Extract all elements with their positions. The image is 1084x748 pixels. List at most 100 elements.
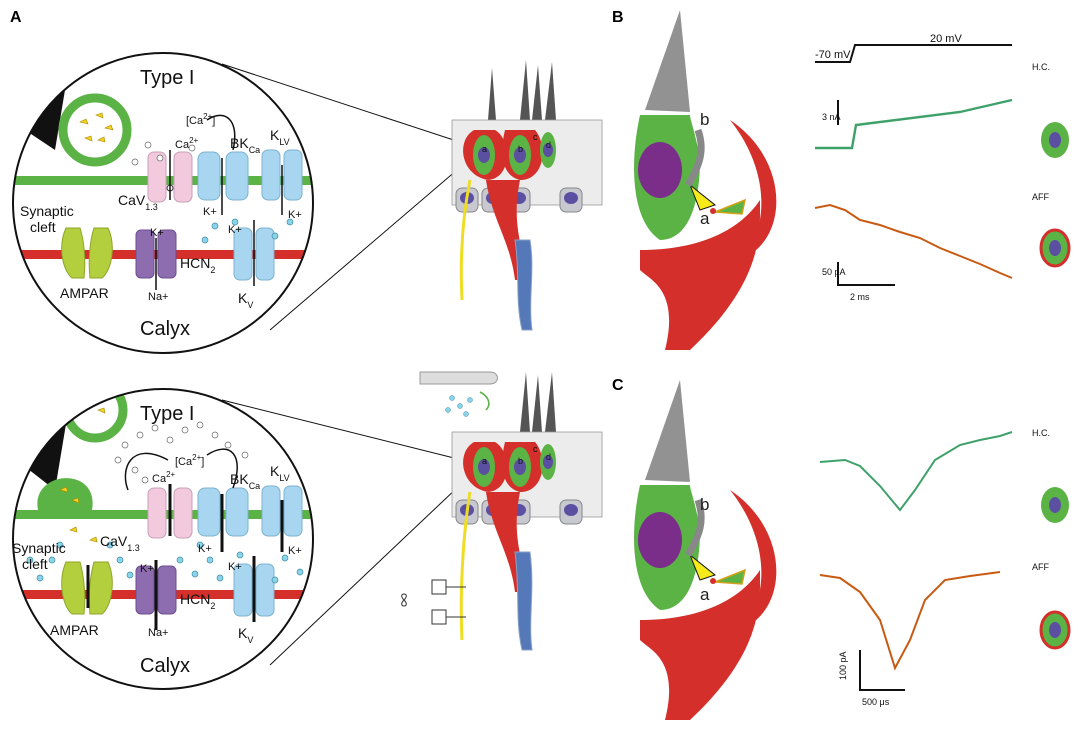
bouton-fiber [459,179,472,301]
bk-label: BKCa [230,135,260,155]
hair-bundle-icon [488,60,556,120]
cell-label-b: b [700,110,709,129]
bottom-cell-label-c: c [533,444,538,454]
top-cell-label-c: c [533,132,538,142]
calcium-ions [131,141,196,166]
kv-label: KV [238,625,253,645]
k-plus-label-1: K+ [203,206,217,218]
bottom-cell-label-d: d [546,452,551,462]
ca-ion-label: Ca2+ [152,470,176,485]
kv-channel-icon [233,227,275,281]
glutamate-icon [79,112,114,143]
scale-bar-b [837,262,895,286]
cleft-label: cleft [22,556,48,572]
k-plus-label-2: K+ [228,561,242,573]
scale-current-c: 100 pA [838,651,848,680]
ampar-label: AMPAR [60,285,109,301]
ampar-receptor-icon [61,227,113,279]
potassium-ions [445,395,473,417]
kv-channel-icon [233,563,275,617]
na-plus-label: Na+ [148,627,169,639]
k-plus-label-3: K+ [288,545,302,557]
cleft-label: cleft [30,219,56,235]
panel-c-cell-illustration: a b [634,380,777,720]
hcn-label: HCN2 [180,255,215,275]
cell-label-b: b [700,495,709,514]
aff-current-trace [814,203,1013,279]
aff-current-trace [819,571,1001,671]
k-plus-label-2: K+ [228,224,242,236]
synaptic-label: Synaptic [20,203,74,219]
hair-bundle-icon [520,372,556,432]
voltage-protocol-trace [815,44,1012,63]
panel-c-traces: 100 pA 500 μs H.C. AFF [819,428,1071,707]
aff-label: AFF [1032,192,1050,202]
type-i-label: Type I [140,403,194,425]
panel-label-c: C [612,377,624,394]
nerve-fiber [514,551,533,651]
hair-cell-membrane [13,478,313,519]
grey-arrow-icon [684,128,705,187]
calyx-label: Calyx [140,655,190,677]
synaptic-vesicle-ring [58,93,132,167]
hc-label: H.C. [1032,62,1050,72]
mini-cell-icon [1039,122,1071,268]
synaptic-label: Synaptic [12,540,66,556]
kv-label: KV [238,290,253,310]
calyx-label: Calyx [140,318,190,340]
aff-label: AFF [1032,562,1050,572]
k-plus-label-4: K+ [140,563,154,575]
potassium-ions [26,541,304,584]
bottom-cell-label-b: b [518,456,523,466]
grey-arrow-icon [684,498,705,557]
hc-current-trace [819,431,1013,512]
scale-current-aff: 50 pA [822,267,846,277]
hcn-label: HCN2 [180,591,215,611]
cav-channel-icon [147,487,193,539]
bk-channel-icon [197,487,249,537]
yellow-arrow-icon [688,183,717,211]
type-i-label: Type I [140,67,194,89]
top-cell-label-d: d [546,140,551,150]
scale-time-c: 500 μs [862,697,890,707]
bottom-cell-label-a: a [482,456,487,466]
bouton-fiber [459,491,472,641]
cav-label: CaV1.3 [100,533,140,553]
hcn-channel-icon [135,565,177,615]
mini-cell-icon [1039,487,1071,650]
zoom-lines [221,63,479,666]
klv-channel-icon [261,149,303,201]
klv-channel-icon [261,485,303,537]
potassium-ions [201,218,294,244]
electrode-icon [401,579,466,625]
ca-conc-label: [Ca2+] [175,453,204,468]
cell-label-a: a [700,585,710,604]
klv-label: KLV [270,127,290,147]
hair-bundle-icon [645,10,690,112]
calyx-icon [640,570,761,720]
hcn-channel-icon [135,229,177,279]
cell-label-a: a [700,209,710,228]
top-cell-label-b: b [518,144,523,154]
nerve-fiber [514,239,533,331]
ampar-label: AMPAR [50,622,99,638]
pipette-icon [419,371,498,385]
hc-label: H.C. [1032,428,1050,438]
ca-ion-label: Ca2+ [175,136,199,151]
cav-channel-icon [147,151,193,203]
k-plus-label-3: K+ [288,209,302,221]
top-cell-label-a: a [482,144,487,154]
calyx-icon [640,200,761,350]
bottom-synapse-circle: Type I Calyx [Ca2+] Ca2+ CaV1.3 BKCa KLV… [12,388,314,690]
ampar-receptor-icon [61,561,113,615]
calcium-ions [114,421,249,484]
ca-conc-label: [Ca2+] [186,112,215,127]
scale-current-hc: 3 nA [822,112,841,122]
epithelium-bottom: a b c d [401,371,603,651]
klv-label: KLV [270,463,290,483]
protocol-start-label: -70 mV [815,49,851,61]
k-plus-label-1: K+ [198,543,212,555]
scale-time-b: 2 ms [850,292,870,302]
scale-bar-c [859,650,905,691]
